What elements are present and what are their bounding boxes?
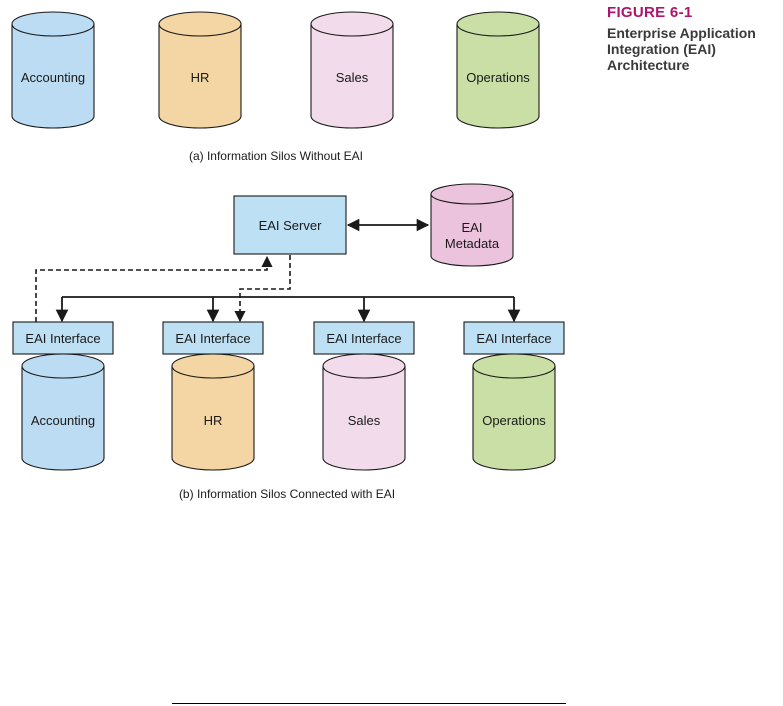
eai-metadata-label-line-2: Metadata — [445, 236, 500, 251]
eai-interface-sales: EAI Interface — [314, 322, 414, 354]
cylinder-top — [323, 354, 405, 378]
caption-part-b: (b) Information Silos Connected with EAI — [179, 487, 395, 501]
silo-label: Sales — [348, 413, 381, 428]
interface-label: EAI Interface — [326, 331, 401, 346]
silo-operations-b: Operations — [473, 354, 555, 470]
silo-label: Sales — [336, 70, 369, 85]
silo-hr-a: HR — [159, 12, 241, 128]
silo-accounting-b: Accounting — [22, 354, 104, 470]
eai-metadata-label-line-1: EAI — [462, 220, 483, 235]
dashed-path-server-to-hr — [240, 255, 290, 321]
silo-sales-b: Sales — [323, 354, 405, 470]
eai-interface-accounting: EAI Interface — [13, 322, 113, 354]
silo-label: Operations — [482, 413, 546, 428]
interface-label: EAI Interface — [175, 331, 250, 346]
silo-operations-a: Operations — [457, 12, 539, 128]
caption-part-a: (a) Information Silos Without EAI — [189, 149, 363, 163]
silo-hr-b: HR — [172, 354, 254, 470]
cylinder-top — [22, 354, 104, 378]
interface-label: EAI Interface — [476, 331, 551, 346]
cylinder-top — [172, 354, 254, 378]
eai-server-label: EAI Server — [259, 218, 323, 233]
silo-label: HR — [204, 413, 223, 428]
dashed-message-path — [36, 255, 290, 322]
cylinder-top — [473, 354, 555, 378]
silo-label: HR — [191, 70, 210, 85]
cylinder-top — [457, 12, 539, 36]
eai-server: EAI Server — [234, 196, 346, 254]
cylinder-top — [12, 12, 94, 36]
eai-interface-operations: EAI Interface — [464, 322, 564, 354]
silo-sales-a: Sales — [311, 12, 393, 128]
dashed-path-accounting-to-server — [36, 257, 267, 322]
distribution-bus — [62, 297, 514, 321]
eai-interface-hr: EAI Interface — [163, 322, 263, 354]
interface-label: EAI Interface — [25, 331, 100, 346]
cylinder-top — [311, 12, 393, 36]
footer-rule — [172, 703, 566, 704]
eai-metadata: EAI Metadata — [431, 184, 513, 266]
cylinder-top — [431, 184, 513, 204]
silo-label: Operations — [466, 70, 530, 85]
silo-accounting-a: Accounting — [12, 12, 94, 128]
silo-label: Accounting — [21, 70, 85, 85]
silo-label: Accounting — [31, 413, 95, 428]
cylinder-top — [159, 12, 241, 36]
